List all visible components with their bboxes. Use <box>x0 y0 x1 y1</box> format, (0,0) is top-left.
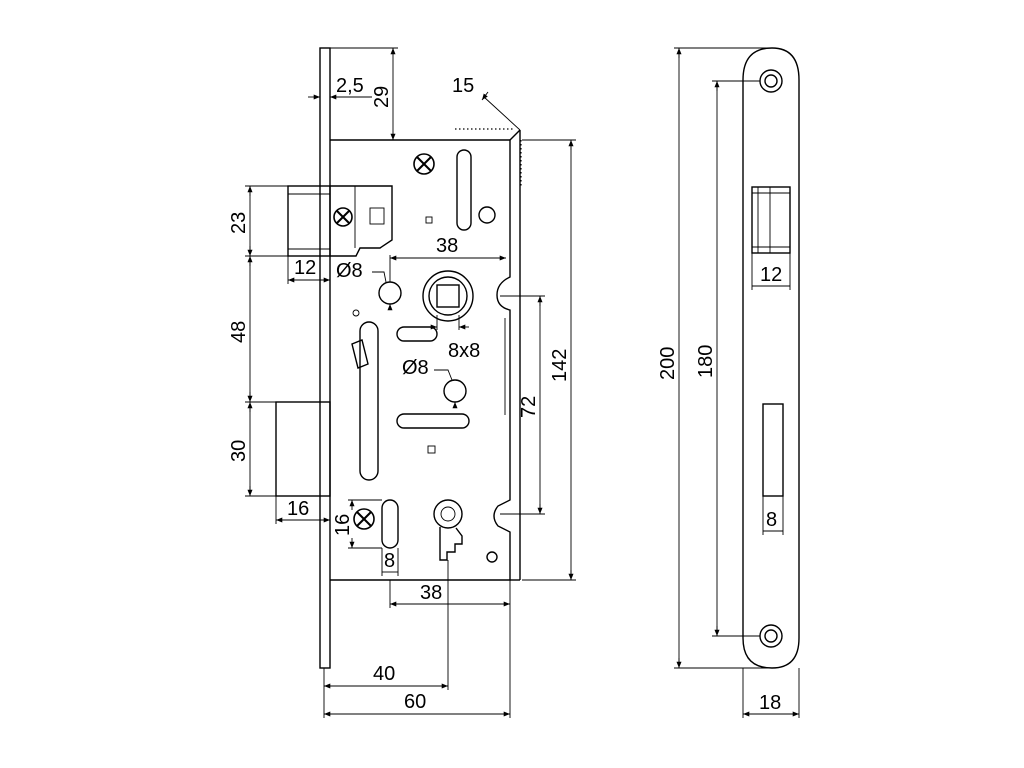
faceplate <box>319 47 331 669</box>
dim-strike-latch-width: 12 <box>760 264 782 286</box>
dim-strike-bolt-width: 8 <box>766 509 777 531</box>
screw-upper <box>333 207 353 227</box>
dim-hole-spacing: 180 <box>695 345 717 378</box>
dim-screw-slot-width: 8 <box>384 550 395 572</box>
dim-backset: 40 <box>373 663 395 685</box>
dim-strike-width: 18 <box>759 692 781 714</box>
screw-lower <box>353 508 375 530</box>
strike-latch-opening <box>751 186 791 254</box>
dim-latch-to-bolt: 48 <box>228 321 250 343</box>
keyhole <box>433 499 463 561</box>
dim-screw-slot-height: 16 <box>332 514 354 536</box>
strike-dimensions: 200 180 12 8 18 <box>657 47 800 718</box>
dim-hole-dia-lower: Ø8 <box>402 357 429 379</box>
dim-case-depth: 60 <box>404 691 426 713</box>
dim-strike-length: 200 <box>657 347 679 380</box>
dim-latch-projection: 12 <box>294 257 316 279</box>
strike-plate <box>742 47 800 669</box>
dim-spindle-offset: 38 <box>436 235 458 257</box>
dim-spindle-square: 8x8 <box>448 340 480 362</box>
strike-bolt-opening <box>762 403 784 497</box>
dim-angle: 15 <box>452 75 474 97</box>
lock-dimensions: 2,5 29 15 142 72 38 Ø8 <box>228 47 576 718</box>
strike-plate-view <box>742 47 800 669</box>
dim-bolt-projection: 16 <box>287 498 309 520</box>
dim-faceplate-thickness: 2,5 <box>336 75 364 97</box>
lock-case <box>330 139 511 581</box>
screw-top <box>413 153 435 175</box>
spindle-hub <box>422 270 474 322</box>
dim-bolt-height: 30 <box>228 440 250 462</box>
dead-bolt <box>275 401 331 497</box>
dim-hole-dia-upper: Ø8 <box>336 260 363 282</box>
lock-body-view <box>275 47 522 669</box>
dim-latch-height: 23 <box>228 212 250 234</box>
dim-case-height: 142 <box>549 349 571 382</box>
dim-top-offset: 29 <box>371 86 393 108</box>
dim-keyhole-offset: 38 <box>420 582 442 604</box>
dim-handle-to-keyhole: 72 <box>518 396 540 418</box>
